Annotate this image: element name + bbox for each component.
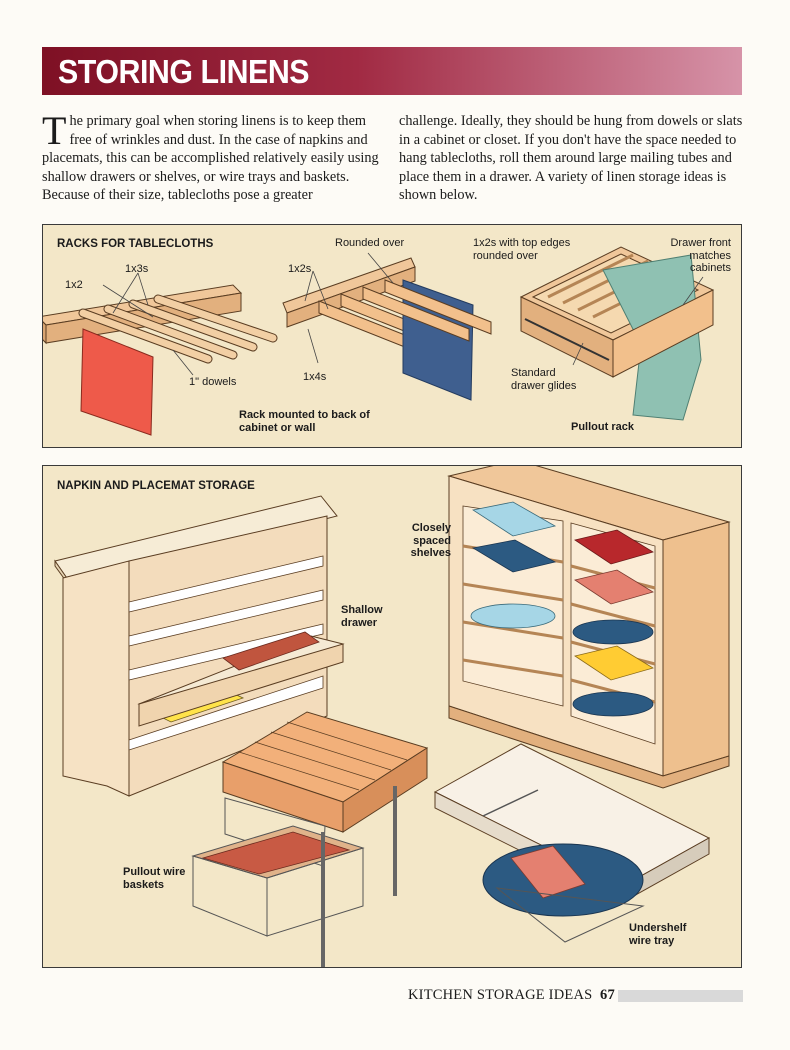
label-shallow-drawer: Shallow drawer [341, 604, 383, 629]
label-1x3s: 1x3s [125, 263, 149, 275]
label-rack-mounted: Rack mounted to back of cabinet or wall [239, 409, 370, 434]
intro-right-column: challenge. Ideally, they should be hung … [399, 113, 743, 203]
footer-bar [618, 990, 743, 1002]
napkin-panel-title: NAPKIN AND PLACEMAT STORAGE [57, 480, 255, 492]
butcher-block-drawing [191, 711, 429, 967]
racks-illustration [43, 246, 715, 436]
label-1x4s: 1x4s [303, 371, 327, 383]
page-footer: KITCHEN STORAGE IDEAS 67 [408, 987, 615, 1004]
slat-rack-drawing [282, 252, 492, 401]
label-closely-spaced: Closely spaced shelves [410, 522, 451, 559]
page-title: STORING LINENS [58, 53, 310, 90]
pullout-rack-drawing [519, 246, 715, 421]
label-undershelf-tray: Undershelf wire tray [629, 922, 687, 947]
shelf-unit-drawing [447, 466, 731, 789]
label-1x2s: 1x2s [288, 263, 312, 275]
undershelf-tray-drawing [433, 743, 711, 943]
label-drawer-glides: Standard drawer glides [511, 367, 577, 392]
label-pullout-rack: Pullout rack [571, 421, 634, 433]
page-number: 67 [600, 987, 615, 1003]
racks-panel-title: RACKS FOR TABLECLOTHS [57, 238, 214, 250]
dowel-rack-drawing [43, 272, 278, 436]
label-rounded-over: Rounded over [335, 237, 405, 249]
footer-section: KITCHEN STORAGE IDEAS [408, 987, 593, 1003]
racks-panel: RACKS FOR TABLECLOTHS 1x3s 1x2 1" dowels… [42, 224, 742, 448]
label-drawer-front: Drawer front matches cabinets [670, 237, 731, 274]
label-pullout-baskets: Pullout wire baskets [123, 866, 186, 891]
intro-left-text: he primary goal when storing linens is t… [42, 113, 379, 203]
label-1x2: 1x2 [65, 279, 83, 291]
label-dowels: 1" dowels [189, 376, 237, 388]
label-1x2s-top-edges: 1x2s with top edges rounded over [473, 237, 571, 262]
drawer-cabinet-drawing [54, 495, 345, 797]
napkin-panel: NAPKIN AND PLACEMAT STORAGE Closely spac… [42, 465, 742, 968]
napkin-illustration [54, 466, 731, 967]
title-banner: STORING LINENS [42, 47, 742, 95]
drop-cap: T [42, 108, 67, 153]
